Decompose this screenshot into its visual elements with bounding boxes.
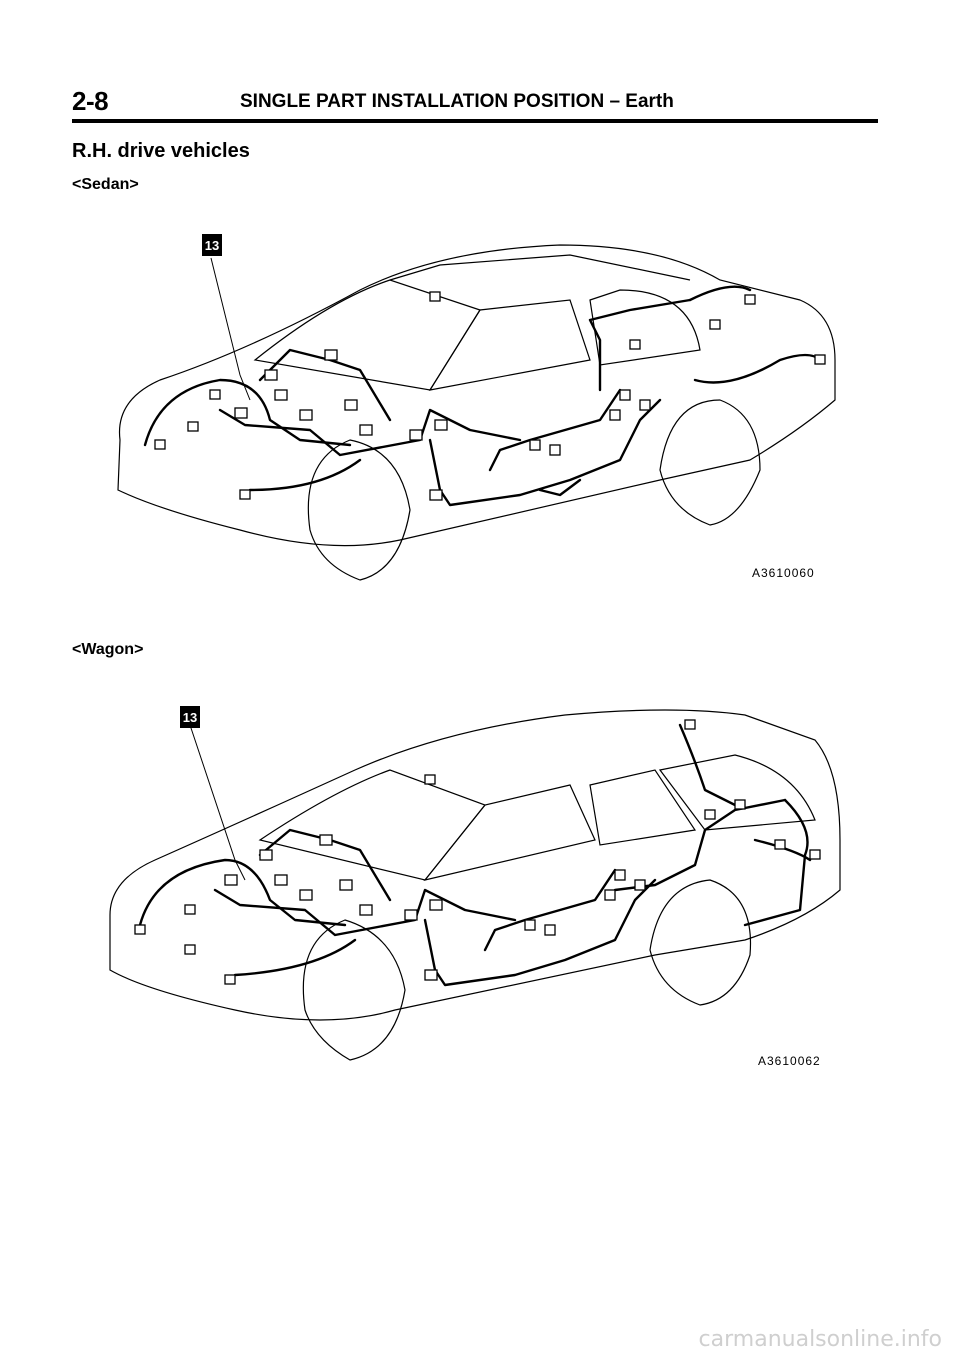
sedan-label: <Sedan>	[72, 176, 139, 193]
header-rule	[72, 119, 878, 123]
wagon-label: <Wagon>	[72, 641, 144, 658]
watermark: carmanualsonline.info	[698, 1327, 942, 1352]
wagon-wiring-diagram	[109, 709, 841, 1061]
page-title: SINGLE PART INSTALLATION POSITION – Eart…	[240, 91, 674, 112]
wagon-callout-leader	[189, 724, 246, 881]
sedan-callout-13: 13	[202, 234, 222, 256]
sedan-wiring-diagram	[117, 244, 836, 581]
sedan-callout-leader	[210, 257, 251, 401]
sedan-figure-code: A3610060	[752, 566, 815, 580]
page-number: 2-8	[72, 86, 109, 116]
section-heading: R.H. drive vehicles	[72, 140, 250, 162]
wagon-callout-13: 13	[180, 706, 200, 728]
wagon-figure-code: A3610062	[758, 1054, 821, 1068]
